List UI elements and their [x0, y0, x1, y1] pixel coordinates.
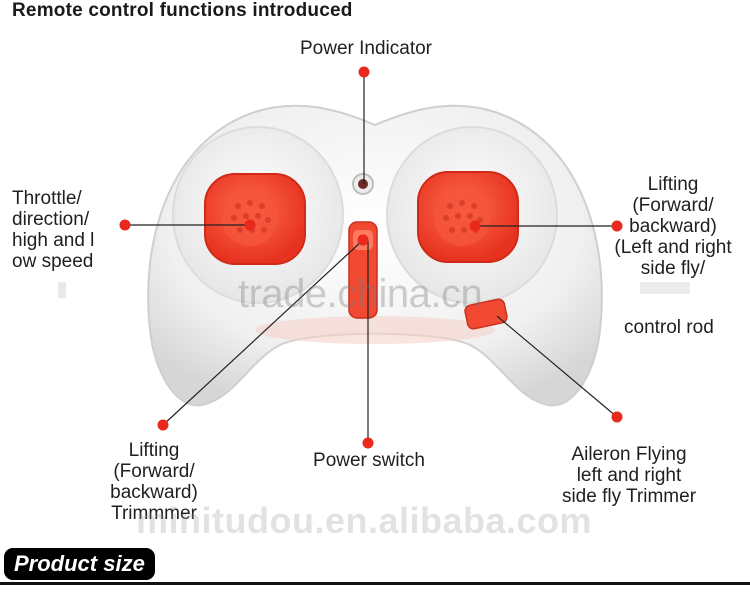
- label-lifting-right: Lifting (Forward/ backward) (Left and ri…: [614, 174, 732, 279]
- watermark-bottom: minitudou.en.alibaba.com: [136, 500, 593, 541]
- marker-switch-top: [357, 234, 369, 246]
- marker-lifting-trimmer: [157, 419, 169, 431]
- marker-power-indicator: [358, 66, 370, 78]
- marker-aileron: [611, 411, 623, 423]
- marker-dots: [119, 66, 623, 449]
- marker-lifting-right: [611, 220, 623, 232]
- smudge-left: [58, 282, 66, 298]
- label-lifting-trimmer: Lifting (Forward/ backward) Trimmmer: [110, 440, 198, 524]
- left-joystick[interactable]: [204, 173, 306, 265]
- smudge-right: [640, 282, 690, 294]
- bottom-divider: [0, 582, 750, 585]
- right-joystick[interactable]: [417, 171, 519, 263]
- aileron-trimmer-button[interactable]: [464, 298, 508, 330]
- label-aileron: Aileron Flying left and right side fly T…: [561, 444, 697, 507]
- power-indicator-led: [352, 173, 374, 195]
- page-title: Remote control functions introduced: [12, 0, 353, 21]
- label-power-switch: Power switch: [313, 450, 425, 471]
- marker-throttle: [119, 219, 131, 231]
- label-power-indicator: Power Indicator: [299, 38, 432, 59]
- watermark-center: trade.china.cn: [238, 272, 483, 316]
- leader-lines: [125, 72, 618, 443]
- label-throttle: Throttle/ direction/ high and l ow speed: [12, 188, 95, 272]
- product-size-badge: Product size: [4, 548, 155, 580]
- marker-left-stick: [244, 219, 256, 231]
- marker-right-stick: [469, 220, 481, 232]
- marker-power-switch: [362, 437, 374, 449]
- label-control-rod: control rod: [624, 317, 714, 338]
